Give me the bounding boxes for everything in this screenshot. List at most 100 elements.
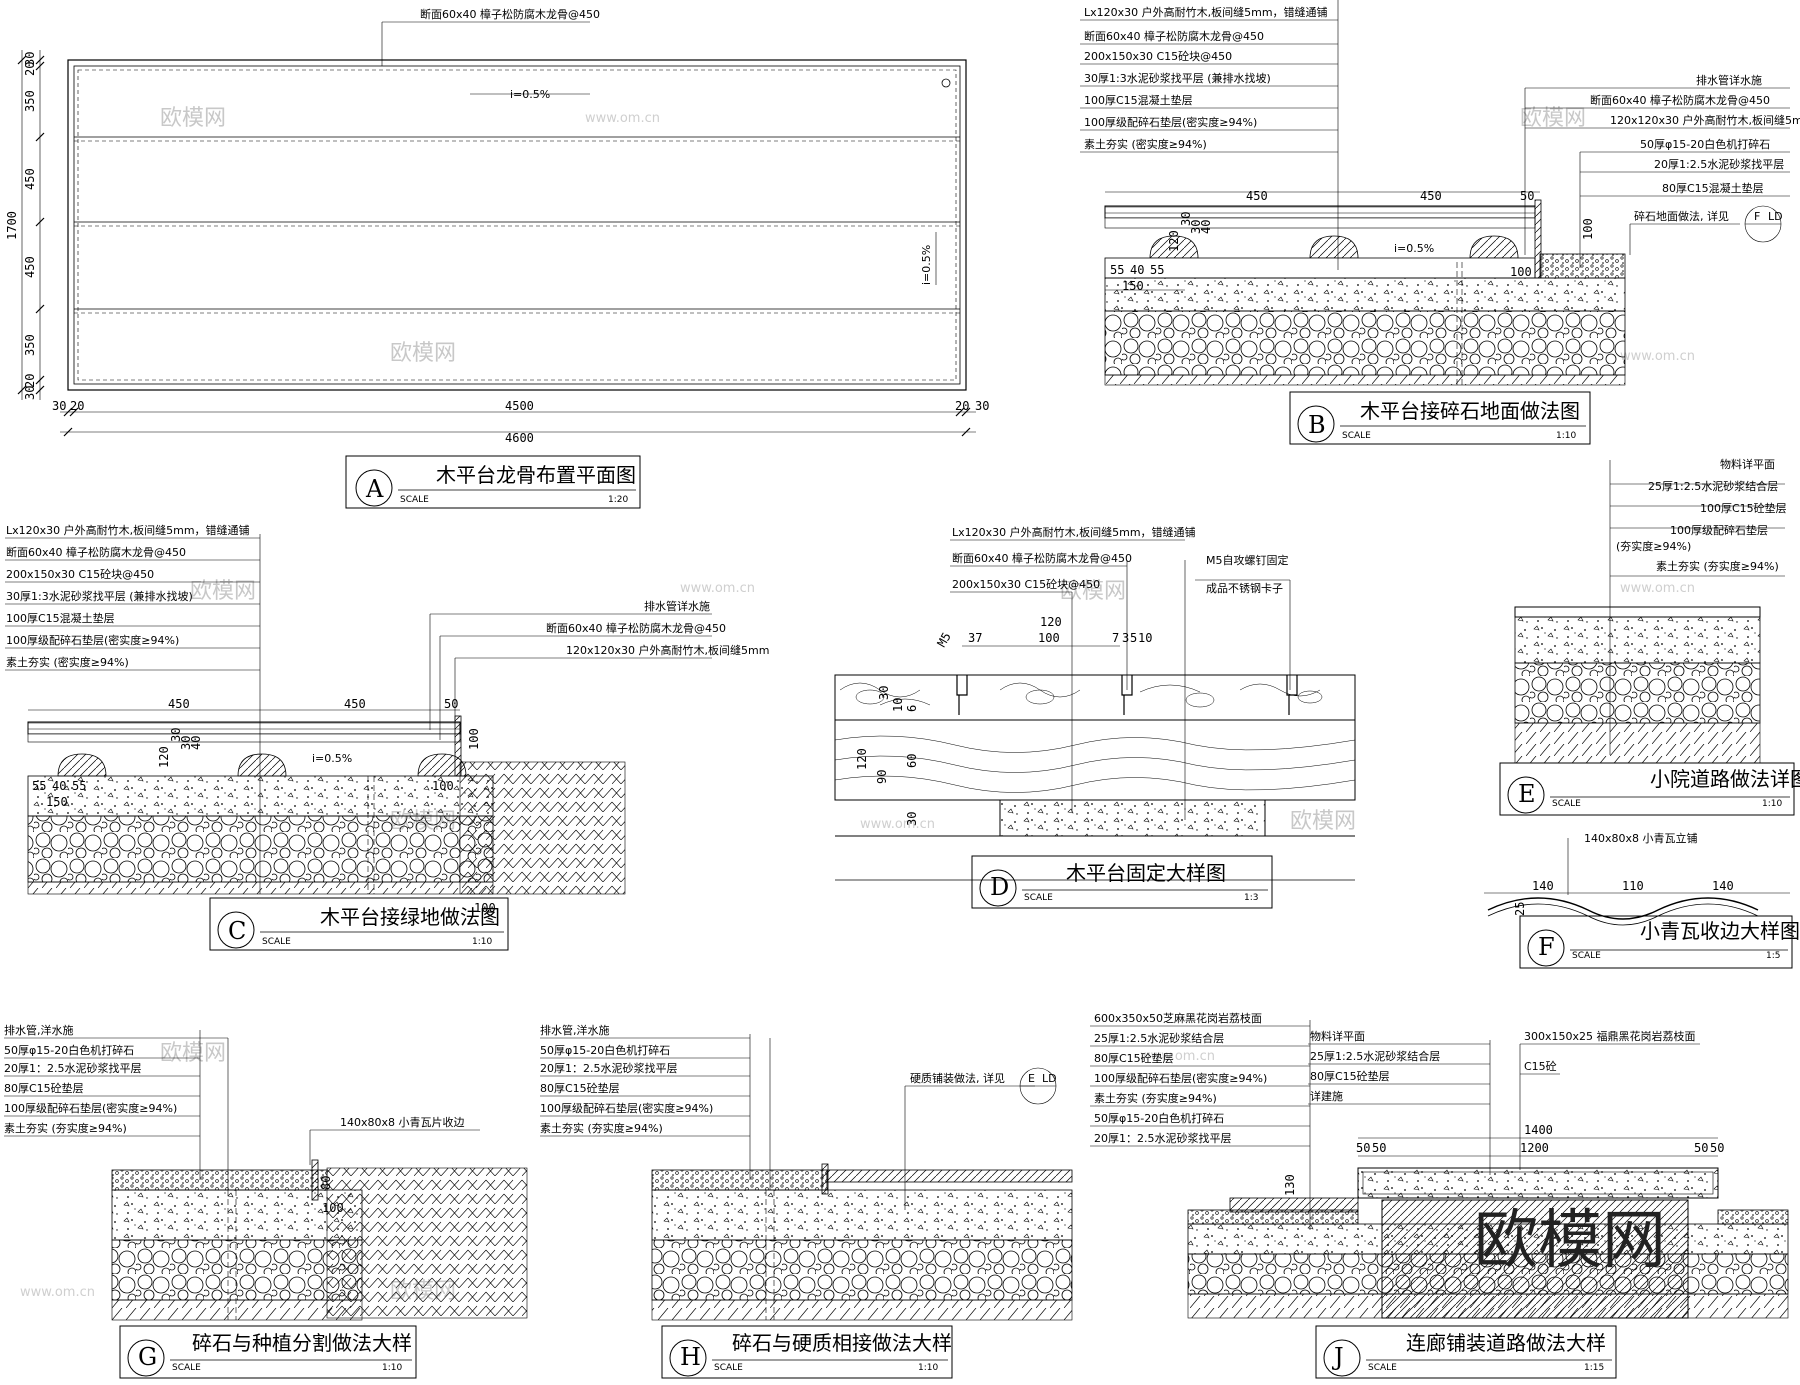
- dim-label: 55: [72, 779, 86, 793]
- watermark: www.om.cn: [680, 581, 755, 596]
- note-label: 断面60x40 樟子松防腐木龙骨@450: [546, 621, 726, 635]
- scale-word: SCALE: [1552, 799, 1581, 809]
- dim-label: 20: [70, 399, 84, 413]
- dim-label: 10: [891, 698, 905, 712]
- layer-label: 30厚1:3水泥砂浆找平层 (兼排水找坡): [6, 589, 193, 603]
- scale-word: SCALE: [1368, 1363, 1397, 1373]
- dim-label: 100: [1510, 265, 1532, 279]
- dim-label: 4500: [505, 399, 534, 413]
- layer-label: 80厚C15砼垫层: [1094, 1051, 1174, 1065]
- dim-label: 100: [1581, 218, 1595, 240]
- slope-label: i=0.5%: [312, 752, 352, 765]
- layer-label: 20厚1：2.5水泥砂浆找平层: [1094, 1131, 1232, 1145]
- layer-label: 25厚1:2.5水泥砂浆结合层: [1310, 1049, 1440, 1063]
- dim-label: 120: [157, 746, 171, 768]
- dim-label: 30: [1179, 212, 1193, 226]
- layer-label: 20厚1：2.5水泥砂浆找平层: [540, 1061, 678, 1075]
- layer-label: 排水管,洋水施: [540, 1023, 610, 1037]
- layer-label: 素土夯实 (密实度≥94%): [6, 655, 129, 669]
- scale-word: SCALE: [172, 1363, 201, 1373]
- layer-label: 素土夯实 (夯实度≥94%): [4, 1121, 127, 1135]
- dim-label: 30: [179, 736, 193, 750]
- panel-d-title: 木平台固定大样图: [1066, 861, 1226, 885]
- panel-b-scale: 1:10: [1556, 431, 1576, 441]
- panel-j-letter: J: [1331, 1343, 1344, 1371]
- panel-f-letter: F: [1538, 933, 1555, 961]
- layer-label: 80厚C15砼垫层: [4, 1081, 84, 1095]
- dim-label: 50: [444, 697, 458, 711]
- dim-label: 40: [1130, 263, 1144, 277]
- dim-label: 30: [23, 52, 37, 66]
- panel-a-slope: i=0.5%: [510, 88, 550, 101]
- layer-label: 80厚C15砼垫层: [1310, 1069, 1390, 1083]
- watermark: www.om.cn: [1620, 349, 1695, 364]
- note-label: 断面60x40 樟子松防腐木龙骨@450: [1590, 93, 1770, 107]
- dim-label: 55: [1110, 263, 1124, 277]
- note-label: 50厚φ15-20白色机打碎石: [1640, 137, 1770, 151]
- dim-label: 1200: [1520, 1141, 1549, 1155]
- watermark: www.om.cn: [1620, 581, 1695, 596]
- dim-label: 30: [169, 728, 183, 742]
- panel-d-letter: D: [990, 873, 1009, 901]
- note-label: 成品不锈钢卡子: [1206, 582, 1283, 595]
- layer-label: 物料详平面: [1720, 457, 1775, 471]
- note-label: 80厚C15混凝土垫层: [1662, 181, 1764, 195]
- dim-label: 60: [905, 754, 919, 768]
- layer-label: 30厚1:3水泥砂浆找平层 (兼排水找坡): [1084, 71, 1271, 85]
- panel-e-scale: 1:10: [1762, 799, 1782, 809]
- dim-label: 130: [1283, 1174, 1297, 1196]
- layer-label: 素土夯实 (夯实度≥94%): [1094, 1091, 1217, 1105]
- panel-g-title: 碎石与种植分割做法大样: [192, 1331, 412, 1355]
- layer-label: 100厚C15砼垫层: [1700, 501, 1787, 515]
- dim-label: 40: [1199, 220, 1213, 234]
- panel-c: [5, 534, 712, 951]
- note-label: 20厚1:2.5水泥砂浆找平层: [1654, 157, 1784, 171]
- watermark: www.om.cn: [585, 111, 660, 126]
- dim-label: 30: [1189, 220, 1203, 234]
- dim-label: 450: [1246, 189, 1268, 203]
- note-label: 120x120x30 户外高耐竹木,板间缝5mm: [1610, 113, 1800, 127]
- dim-label: 100: [1038, 631, 1060, 645]
- scale-word: SCALE: [1572, 951, 1601, 961]
- ref-mark: LD: [1042, 1072, 1057, 1085]
- panel-b: [1080, 0, 1790, 445]
- panel-f-title: 小青瓦收边大样图: [1640, 919, 1800, 943]
- note-label: 排水管详水施: [1696, 73, 1762, 87]
- panel-b-title: 木平台接碎石地面做法图: [1360, 399, 1580, 423]
- dim-label: 20: [23, 62, 37, 76]
- dim-label: 100: [467, 728, 481, 750]
- dim-label: 20: [23, 374, 37, 388]
- watermark: 欧模网: [1060, 579, 1126, 604]
- panel-c-title: 木平台接绿地做法图: [320, 905, 500, 929]
- dim-label: M5: [934, 630, 953, 650]
- layer-label: 200x150x30 C15砼块@450: [1084, 50, 1232, 63]
- dim-label: 100: [432, 779, 454, 793]
- dim-label: 50: [1372, 1141, 1386, 1155]
- dim-label: 450: [23, 168, 37, 190]
- watermark: 欧模网: [1520, 106, 1586, 131]
- dim-label: 30: [877, 686, 891, 700]
- dim-label: 90: [875, 770, 889, 784]
- dim-label: 450: [168, 697, 190, 711]
- panel-h: [540, 1034, 1073, 1379]
- watermark: 欧模网: [160, 1041, 226, 1066]
- ref-mark: F: [1754, 210, 1760, 223]
- scale-word: SCALE: [714, 1363, 743, 1373]
- panel-e-letter: E: [1518, 780, 1536, 808]
- layer-label: 100厚C15混凝土垫层: [6, 611, 115, 625]
- layer-label: 断面60x40 樟子松防腐木龙骨@450: [6, 545, 186, 559]
- watermark: 欧模网: [390, 341, 456, 366]
- note-label: 120x120x30 户外高耐竹木,板间缝5mm: [566, 643, 769, 657]
- ref-mark: E: [1028, 1072, 1035, 1085]
- panel-a-letter: A: [365, 475, 384, 503]
- layer-label: 100厚级配碎石垫层(密实度≥94%): [1094, 1071, 1267, 1085]
- dim-label: 6: [905, 705, 919, 712]
- note-label: 断面60x40 樟子松防腐木龙骨@450: [952, 551, 1132, 565]
- panel-g-note: 140x80x8 小青瓦片收边: [340, 1115, 465, 1129]
- panel-f-note: 140x80x8 小青瓦立铺: [1584, 831, 1698, 845]
- ref-mark: LD: [1768, 210, 1783, 223]
- layer-label: 素土夯实 (密实度≥94%): [1084, 137, 1207, 151]
- dim-label: 350: [23, 334, 37, 356]
- panel-h-scale: 1:10: [918, 1363, 938, 1373]
